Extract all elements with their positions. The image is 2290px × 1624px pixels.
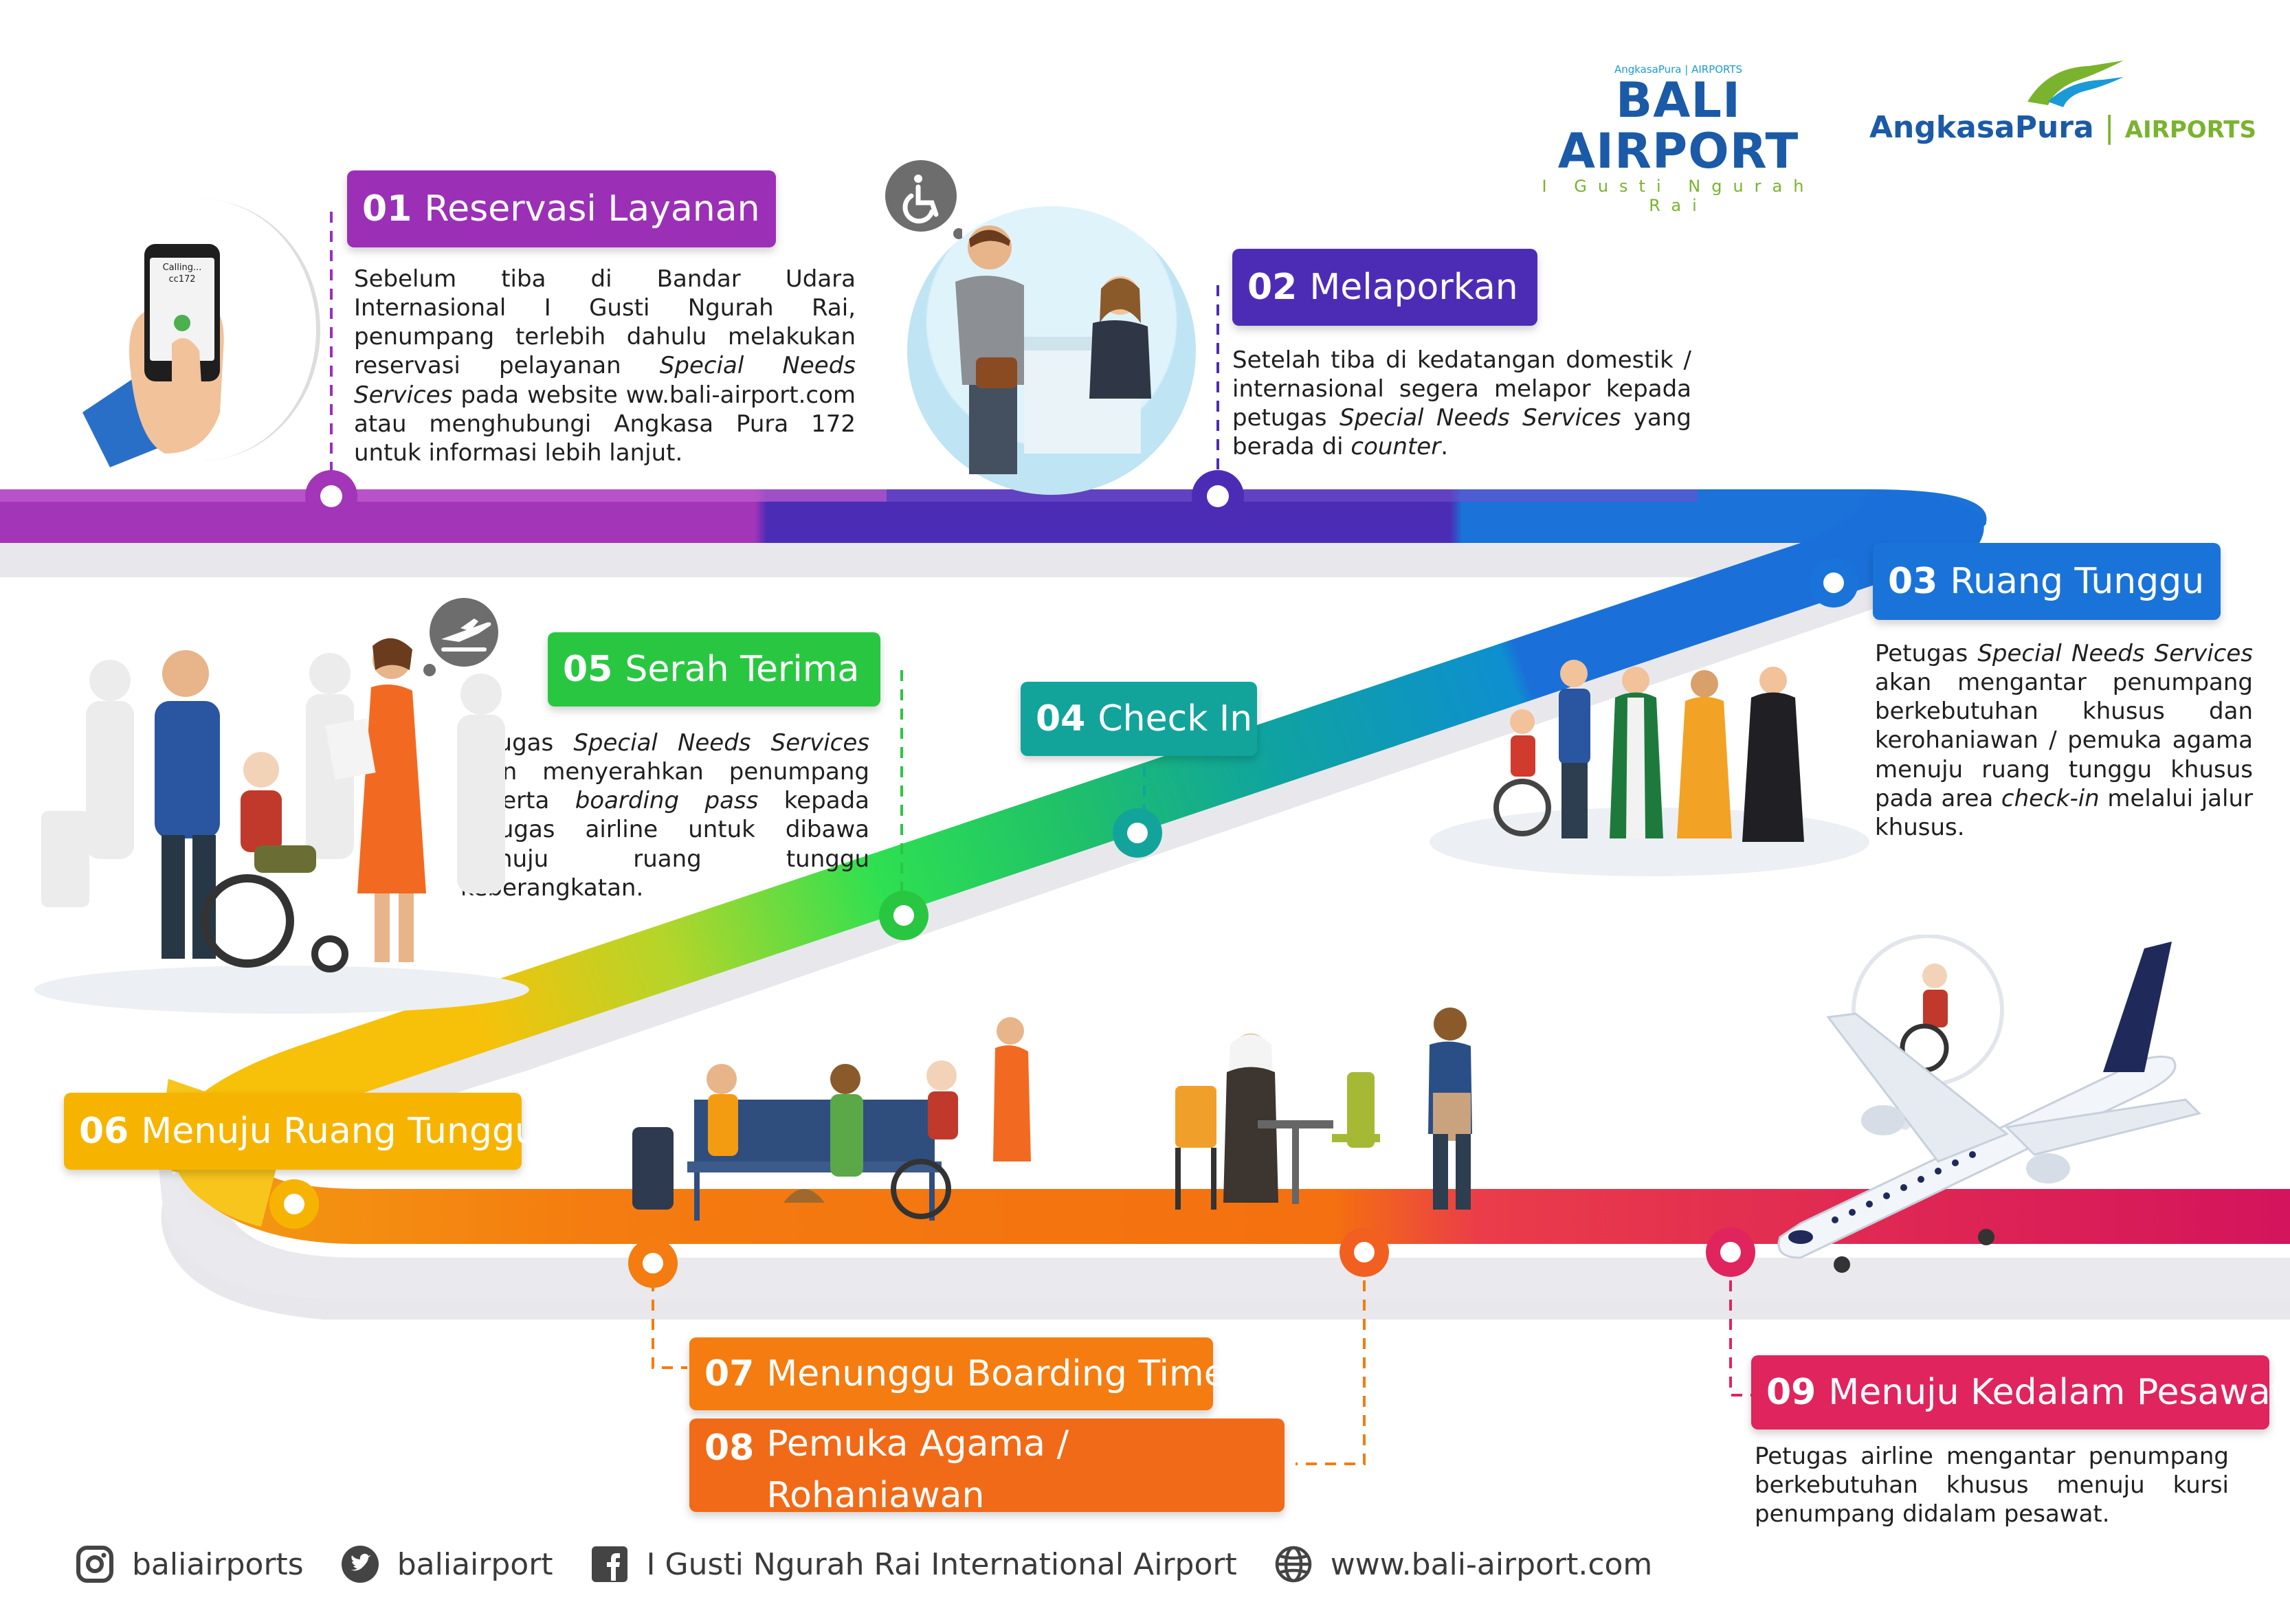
step5-title: Serah Terima [625,649,860,690]
step9-title: Menuju Kedalam Pesawat [1828,1372,2285,1413]
step5-label: 05 Serah Terima [548,632,880,707]
lounge-illustration [1175,1008,1472,1210]
footer-instagram-handle: baliairports [132,1546,304,1582]
waypoint-markers [269,470,1858,1288]
step3-title: Ruang Tunggu [1950,561,2205,602]
step4-label: 04 Check In [1021,682,1257,756]
description-text: pada website ww.bali-airport.com atau me… [354,381,856,467]
step6-number: 06 [79,1111,129,1152]
footer: baliairports baliairport I Gusti Ngurah … [76,1545,1689,1583]
globe-icon [1275,1546,1311,1583]
description-text: Petugas [1875,640,1978,667]
footer-website-url: www.bali-airport.com [1330,1546,1653,1582]
description-text: Petugas airline mengantar penumpang berk… [1755,1443,2229,1528]
facebook-icon [591,1546,627,1582]
step8-title: Pemuka Agama / Rohaniawan Menunggu di Lo… [766,1419,1269,1574]
step1-description: Sebelum tiba di Bandar Udara Internasion… [354,265,856,467]
step7-title: Menunggu Boarding Time [766,1353,1226,1394]
footer-instagram[interactable]: baliairports [76,1545,304,1583]
step8-label: 08 Pemuka Agama / Rohaniawan Menunggu di… [689,1419,1285,1568]
step2-description: Setelah tiba di kedatangan domestik / in… [1232,346,1691,462]
check-in-counter-illustration [955,225,1151,474]
step7-label: 07 Menunggu Boarding Time [689,1337,1226,1410]
step9-description: Petugas airline mengantar penumpang berk… [1755,1442,2229,1528]
step2-title: Melaporkan [1309,267,1518,308]
instagram-icon [76,1546,113,1583]
description-emphasis: Special Needs Services [1339,404,1621,432]
step4-title: Check In [1098,698,1253,739]
step2-number: 02 [1247,267,1298,308]
step1-label: 01 Reservasi Layanan [347,170,776,247]
step3-label: 03 Ruang Tunggu [1873,543,2221,620]
step2-label: 02 Melaporkan [1232,249,1537,326]
footer-facebook-page: I Gusti Ngurah Rai International Airport [646,1546,1237,1582]
step7-number: 07 [704,1353,755,1394]
step8-title-line1: Pemuka Agama / Rohaniawan [766,1423,1069,1517]
step1-number: 01 [362,188,412,230]
waiting-area-illustration [632,1017,1031,1221]
description-emphasis: Special Needs Services [1977,640,2254,667]
step8-number: 08 [704,1427,755,1469]
description-text: . [1441,433,1449,461]
description-emphasis: check-in [2001,784,2100,812]
step6-label: 06 Menuju Ruang Tunggu [64,1093,537,1170]
bali-logo-tag: AngkasaPura | AIRPORTS [1614,63,1743,76]
twitter-icon [341,1546,379,1583]
handover-illustration [34,638,529,1014]
footer-twitter[interactable]: baliairport [341,1545,553,1583]
description-text: kepada petugas airline untuk dibawa menu… [460,787,869,902]
angkasa-pura-emblem-icon [2027,60,2124,107]
step3-description: Petugas Special Needs Services akan meng… [1875,639,2253,842]
phone-screen-number: cc172 [168,274,196,285]
footer-facebook[interactable]: I Gusti Ngurah Rai International Airport [590,1545,1237,1583]
description-text: yang berada di [1232,404,1691,461]
step3-number: 03 [1888,561,1938,602]
step8-title-line2: Menunggu di Lounges [766,1526,1161,1568]
step5-number: 05 [563,649,613,690]
people-waiting-icon [1430,660,1869,876]
wheelchair-icon [902,175,939,224]
description-text: Setelah tiba di kedatangan domestik / in… [1232,346,1691,432]
bali-airport-logo: AngkasaPura | AIRPORTS BALI AIRPORT I Gu… [1527,63,1830,215]
description-emphasis: Special Needs Services [354,352,856,409]
airplane-illustration [1777,935,2201,1273]
angkasa-pura-suffix: AIRPORTS [2124,116,2256,144]
departure-plane-icon [441,619,491,652]
footer-twitter-handle: baliairport [397,1546,553,1582]
wheelchair-bubble [885,160,962,239]
footer-website[interactable]: www.bali-airport.com [1274,1545,1653,1583]
description-emphasis: counter [1350,433,1441,461]
hand-phone-illustration [82,244,224,467]
description-text: akan mengantar penumpang berkebutuhan kh… [1875,669,2253,812]
step1-title: Reservasi Layanan [424,188,760,230]
angkasa-pura-name: AngkasaPura [1869,110,2094,145]
step9-number: 09 [1766,1372,1816,1413]
description-emphasis: Special Needs Services [573,729,870,757]
step9-label: 09 Menuju Kedalam Pesawat [1751,1355,2285,1430]
bali-logo-name: BALI AIRPORT [1557,72,1799,179]
phone-screen: Calling... cc172 [150,263,214,286]
bali-logo-subtitle: I Gusti Ngurah Rai [1542,177,1815,215]
phone-screen-calling: Calling... [162,263,202,273]
departure-bubble [423,598,498,676]
step6-title: Menuju Ruang Tunggu [141,1111,537,1152]
step1-illustration-frame [82,199,320,460]
angkasa-pura-logo: AngkasaPura | AIRPORTS [1869,60,2256,145]
angkasa-pura-separator: | [2104,110,2115,145]
description-emphasis: boarding pass [575,787,759,815]
description-text: melalui jalur khusus. [1875,784,2253,841]
step4-number: 04 [1036,698,1086,739]
description-text: Sebelum tiba di Bandar Udara Internasion… [354,265,856,380]
